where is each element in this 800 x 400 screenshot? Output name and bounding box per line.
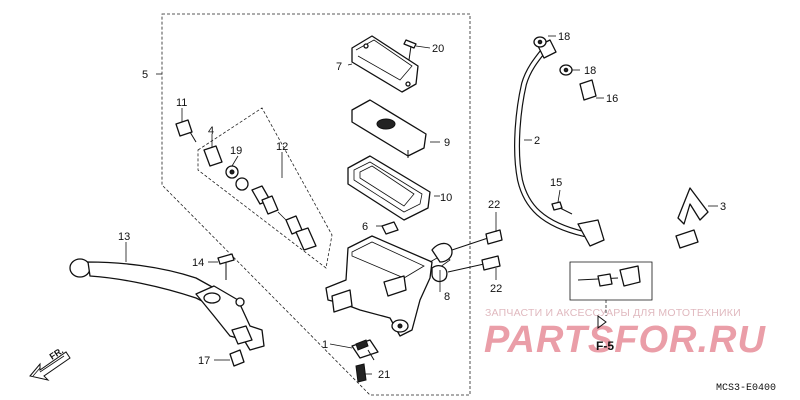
clamp-bolt-22b [447,255,501,273]
callout-11: 11 [176,97,187,109]
diagram-code: MCS3-E0400 [716,383,776,394]
cap-screw-20 [403,39,417,61]
sealing-washer-18b [559,64,573,76]
piston-kit [175,119,317,251]
clamp-bolt-22a [451,229,503,251]
pivot-nut-17 [229,349,245,367]
callout-9: 9 [444,137,450,149]
diaphragm [347,155,431,221]
callout-6: 6 [362,221,368,233]
callout-2: 2 [534,135,540,147]
callout-1: 1 [322,339,328,351]
watermark: ЗАПЧАСТИ И АКСЕССУАРЫ ДЛЯ МОТОТЕХНИКИ PA… [484,307,766,361]
callout-20: 20 [432,43,444,55]
clip-6 [381,221,399,235]
callout-14: 14 [192,257,204,269]
callout-18b: 18 [584,65,596,77]
callout-8: 8 [444,291,450,303]
banjo-bolt-16 [579,79,597,101]
front-direction-arrow: FR. [29,345,71,381]
pivot-bolt-14 [217,253,235,280]
callout-22a: 22 [488,199,500,211]
callout-3: 3 [720,201,726,213]
reservoir-cap [351,35,419,93]
callout-22b: 22 [490,283,502,295]
callout-12: 12 [276,141,288,153]
callout-4: 4 [208,125,214,137]
sealing-washer-18a [533,36,547,48]
callout-21: 21 [378,369,390,381]
callout-15: 15 [550,177,562,189]
master-cylinder-body [325,235,451,337]
watermark-tagline: ЗАПЧАСТИ И АКСЕССУАРЫ ДЛЯ МОТОТЕХНИКИ [485,307,741,319]
leader-lines [125,35,718,375]
assembly-frame-outline [161,13,471,396]
hose-guide [675,187,709,249]
callout-18a: 18 [558,31,570,43]
detail-inset [569,261,653,329]
diaphragm-plate [351,99,427,158]
brake-light-switch [351,339,379,361]
callout-10: 10 [440,192,452,204]
callout-7: 7 [336,61,342,73]
watermark-brand: PARTSFOR.RU [484,319,766,361]
section-ref-label: F-5 [596,339,614,353]
callout-labels: 5 7 20 9 10 6 8 1 21 11 4 19 12 13 14 17… [118,31,726,381]
callout-5: 5 [142,69,148,81]
callout-16: 16 [606,93,618,105]
callout-13: 13 [118,231,130,243]
switch-screw-21 [355,363,367,383]
hose-guide-bolt-15 [551,201,573,215]
callout-19: 19 [230,145,242,157]
handlebar-clamp [431,242,453,283]
callout-17: 17 [198,355,210,367]
brake-lever [69,258,265,351]
